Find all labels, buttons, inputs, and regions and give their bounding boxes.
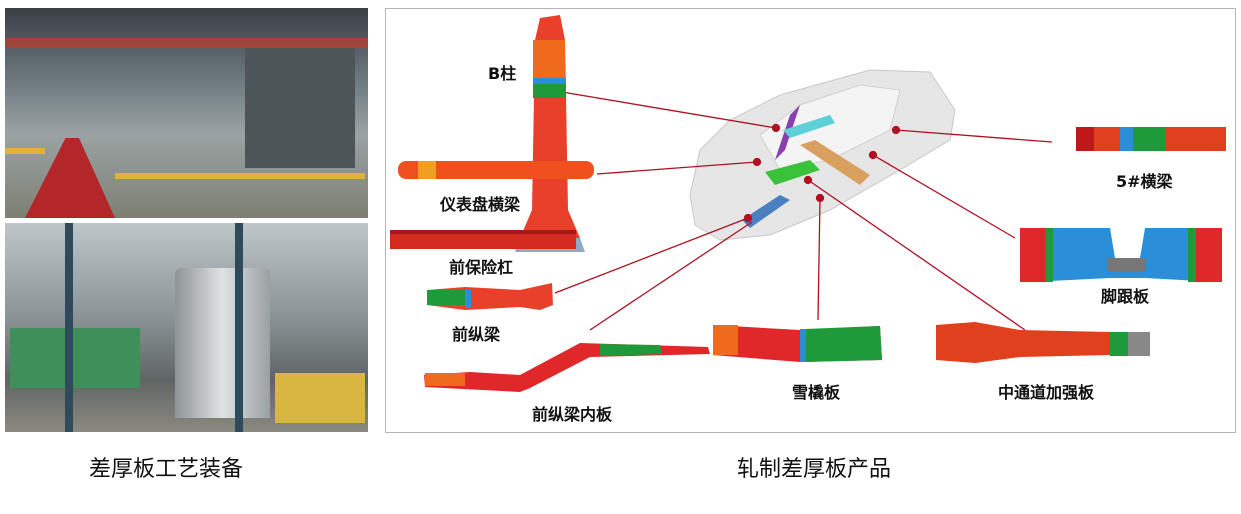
front-longitudinal-inner-panel-part: [424, 343, 710, 392]
label-dashboard-crossbeam: 仪表盘横梁: [440, 195, 521, 214]
products-panel: [385, 8, 1236, 433]
front-rail-highlight: [742, 195, 790, 228]
sled-panel-part: [713, 325, 882, 362]
label-crossbeam-5: 5#横梁: [1116, 172, 1173, 191]
factory-equipment-photo-rolling-mill: [5, 8, 368, 218]
heel-panel-part: [1020, 228, 1222, 282]
tunnel-highlight: [800, 140, 870, 185]
crossbeam-highlight: [783, 115, 835, 138]
label-heel-panel: 脚跟板: [1101, 287, 1150, 306]
caption-products: 轧制差厚板产品: [737, 457, 892, 482]
center-tunnel-reinforcement-part: [936, 322, 1150, 363]
b-pillar-part: [515, 15, 585, 252]
label-front-longitudinal-inner-panel: 前纵梁内板: [532, 405, 613, 424]
crossbeam-5-part: [1076, 127, 1226, 151]
label-front-longitudinal-beam: 前纵梁: [452, 325, 501, 344]
front-longitudinal-beam-part: [427, 283, 553, 310]
label-front-bumper: 前保险杠: [449, 258, 514, 277]
leader-lines: [554, 91, 1053, 331]
dash-highlight: [765, 160, 820, 185]
car-body-in-white: [689, 69, 956, 241]
label-center-tunnel-reinforcement: 中通道加强板: [998, 383, 1095, 402]
dashboard-crossbeam-part: [398, 161, 594, 179]
label-sled-panel: 雪橇板: [792, 383, 841, 402]
caption-equipment: 差厚板工艺装备: [89, 457, 244, 482]
front-bumper-part: [390, 230, 576, 249]
label-b-pillar: B柱: [488, 64, 517, 83]
factory-equipment-photo-furnace: [5, 223, 368, 432]
